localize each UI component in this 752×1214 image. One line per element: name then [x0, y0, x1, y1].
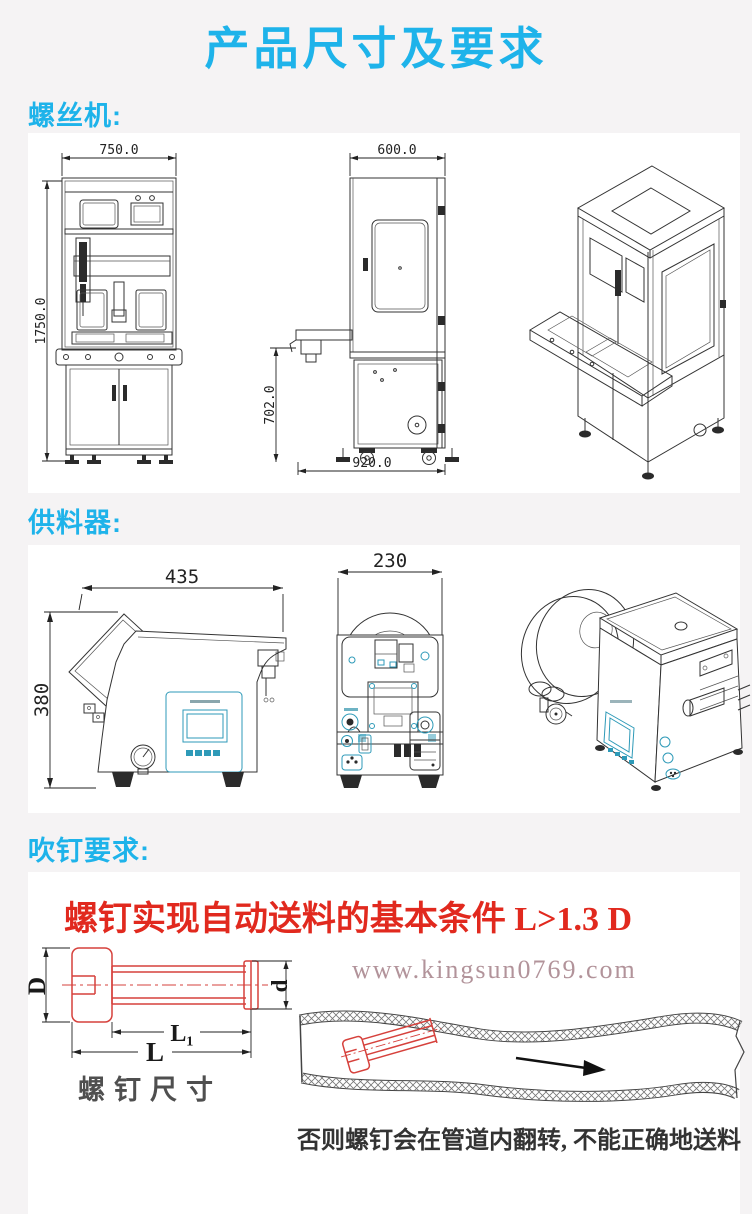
feeder-iso-right-details	[659, 649, 751, 780]
svg-text:D: D	[24, 977, 51, 995]
dim-width-435: 435	[78, 566, 284, 632]
watermark-text: www.kingsun0769.com	[352, 955, 637, 984]
feeder-nozzle-assembly	[257, 649, 285, 703]
screw-size-caption: 螺钉尺寸	[78, 1075, 222, 1105]
dim-height-380: 380	[31, 611, 118, 789]
feed-direction-arrow	[515, 1056, 606, 1076]
dim-D: D	[24, 947, 70, 1023]
machine-isometric-view-drawing	[529, 165, 726, 480]
dim-height-702: 702.0	[263, 347, 296, 462]
feeder-pressure-gauge	[130, 744, 156, 775]
svg-text:d: d	[267, 979, 292, 992]
feeder-front-view-drawing: 230	[336, 550, 444, 788]
dim-depth-920: 920.0	[297, 456, 446, 475]
section-label-feeder: 供料器:	[28, 508, 122, 538]
svg-text:702.0: 702.0	[263, 385, 278, 424]
svg-text:L₁: L₁	[170, 1021, 193, 1047]
svg-text:600.0: 600.0	[377, 143, 416, 158]
dim-width-600: 600.0	[349, 143, 446, 176]
dim-width-230: 230	[337, 550, 443, 640]
screw-dimension-diagram: D d L₁ L	[24, 947, 292, 1067]
iso-feet	[579, 418, 724, 480]
blow-headline: 螺钉实现自动送料的基本条件 L>1.3 D	[63, 901, 633, 938]
dim-d: d	[252, 960, 292, 1010]
section-label-screw-machine: 螺丝机:	[28, 101, 122, 131]
svg-text:750.0: 750.0	[99, 143, 138, 158]
feeder-front-right-unit	[409, 711, 441, 771]
dim-L: L	[71, 1022, 252, 1067]
svg-text:380: 380	[31, 683, 53, 717]
screw-outline	[62, 947, 268, 1023]
svg-text:1750.0: 1750.0	[34, 298, 49, 345]
feeder-control-panel	[165, 691, 243, 773]
feeder-iso-screen	[603, 700, 635, 764]
feeder-front-controls	[341, 708, 372, 771]
tube-walls	[298, 1010, 745, 1102]
dim-L1: L₁	[111, 1009, 252, 1047]
machine-side-view-drawing: 600.0 702.0	[263, 143, 459, 475]
machine-casters	[336, 448, 459, 465]
tube-feeding-diagram	[298, 1010, 745, 1102]
svg-text:230: 230	[373, 550, 407, 572]
iso-worktable	[529, 311, 673, 407]
machine-front-view-drawing: 750.0 1750.0	[34, 143, 183, 464]
page-title: 产品尺寸及要求	[204, 23, 548, 74]
svg-text:920.0: 920.0	[352, 456, 391, 471]
machine-drawings-panel	[28, 133, 740, 493]
feeder-iso-gauge	[545, 703, 573, 725]
feeder-isometric-view-drawing	[520, 589, 751, 791]
svg-text:435: 435	[165, 566, 199, 588]
svg-text:L: L	[146, 1037, 164, 1067]
blow-note: 否则螺钉会在管道内翻转, 不能正确地送料	[297, 1128, 741, 1154]
blow-requirements-panel	[28, 872, 740, 1214]
dim-width-750: 750.0	[61, 143, 177, 176]
section-label-blow-requirements: 吹钉要求:	[28, 836, 150, 866]
screw-in-tube	[340, 1017, 442, 1074]
dim-height-1750: 1750.0	[34, 180, 70, 462]
feeder-side-view-drawing: 435 380	[31, 566, 287, 789]
machine-feet	[65, 455, 173, 464]
